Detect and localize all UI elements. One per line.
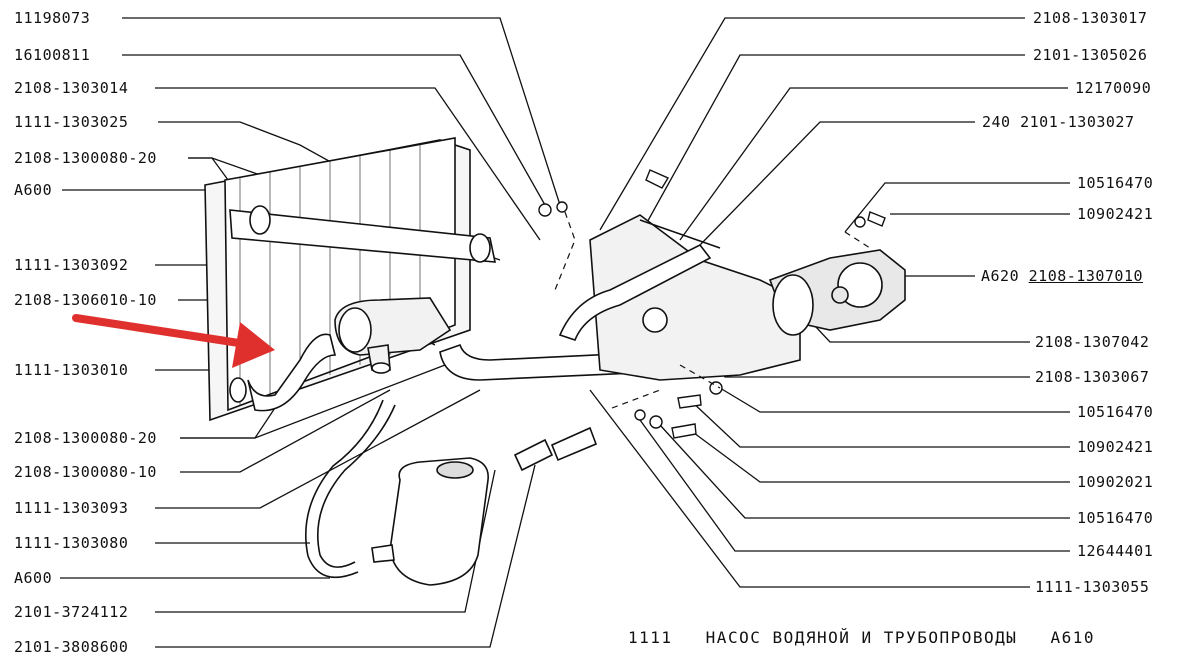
- part-label-left: 1111-1303093: [14, 499, 129, 517]
- part-label-right: 10516470: [1077, 509, 1154, 527]
- part-label-left: 11198073: [14, 9, 91, 27]
- temperature-sensor: [513, 426, 598, 472]
- part-label-left: 2108-1300080-10: [14, 463, 157, 481]
- lower-hose-left: [229, 333, 337, 412]
- part-label-left: 2101-3808600: [14, 638, 129, 656]
- part-label-left: 2101-3724112: [14, 603, 129, 621]
- part-label-right: 2108-1307042: [1035, 333, 1150, 351]
- part-label-left: 1111-1303010: [14, 361, 129, 379]
- part-label-left: 2108-1300080-20: [14, 429, 157, 447]
- part-label-left: 1111-1303092: [14, 256, 129, 274]
- part-label-right: 12644401: [1077, 542, 1154, 560]
- pump-label-code: 2108-1307010: [1028, 267, 1144, 285]
- pump-label-prefix: А620: [981, 267, 1020, 285]
- part-label-left: А600: [14, 181, 53, 199]
- footer-model: 1111: [628, 628, 673, 647]
- part-label-left: 1111-1303025: [14, 113, 129, 131]
- pump-label: А620 2108-1307010: [981, 267, 1143, 285]
- part-label-left: А600: [14, 569, 53, 587]
- part-label-right: 10902421: [1077, 205, 1154, 223]
- leader-lines-right: [589, 17, 1070, 588]
- part-label-right: 12170090: [1075, 79, 1152, 97]
- thermostat-housing: [334, 297, 452, 374]
- footer-title: НАСОС ВОДЯНОЙ И ТРУБОПРОВОДЫ: [705, 628, 1018, 647]
- fasteners: [538, 169, 886, 439]
- part-label-right: 1111-1303055: [1035, 578, 1150, 596]
- part-label-right: 240 2101-1303027: [982, 113, 1135, 131]
- part-label-right: 2108-1303017: [1033, 9, 1148, 27]
- part-label-right: 10902021: [1077, 473, 1154, 491]
- part-label-right: 10516470: [1077, 174, 1154, 192]
- assembly-lines: [554, 211, 871, 409]
- part-label-left: 2108-1303014: [14, 79, 129, 97]
- part-label-left: 2108-1306010-10: [14, 291, 157, 309]
- part-label-right: 2108-1303067: [1035, 368, 1150, 386]
- bypass-pipe: [558, 243, 712, 341]
- part-label-left: 16100811: [14, 46, 91, 64]
- pointer-arrow: [72, 314, 275, 368]
- part-label-right: 10902421: [1077, 438, 1154, 456]
- upper-hose: [229, 205, 497, 263]
- part-label-right: 2101-1305026: [1033, 46, 1148, 64]
- radiator: [204, 137, 471, 422]
- tank-hose: [305, 399, 396, 579]
- leader-lines-left: [60, 17, 561, 648]
- part-label-left: 2108-1300080-20: [14, 149, 157, 167]
- part-label-right: 10516470: [1077, 403, 1154, 421]
- water-pump: [768, 249, 906, 336]
- diagram-footer: 1111 НАСОС ВОДЯНОЙ И ТРУБОПРОВОДЫ А610: [628, 628, 1095, 647]
- part-label-left: 1111-1303080: [14, 534, 129, 552]
- footer-page: А610: [1050, 628, 1096, 647]
- expansion-tank: [371, 457, 489, 586]
